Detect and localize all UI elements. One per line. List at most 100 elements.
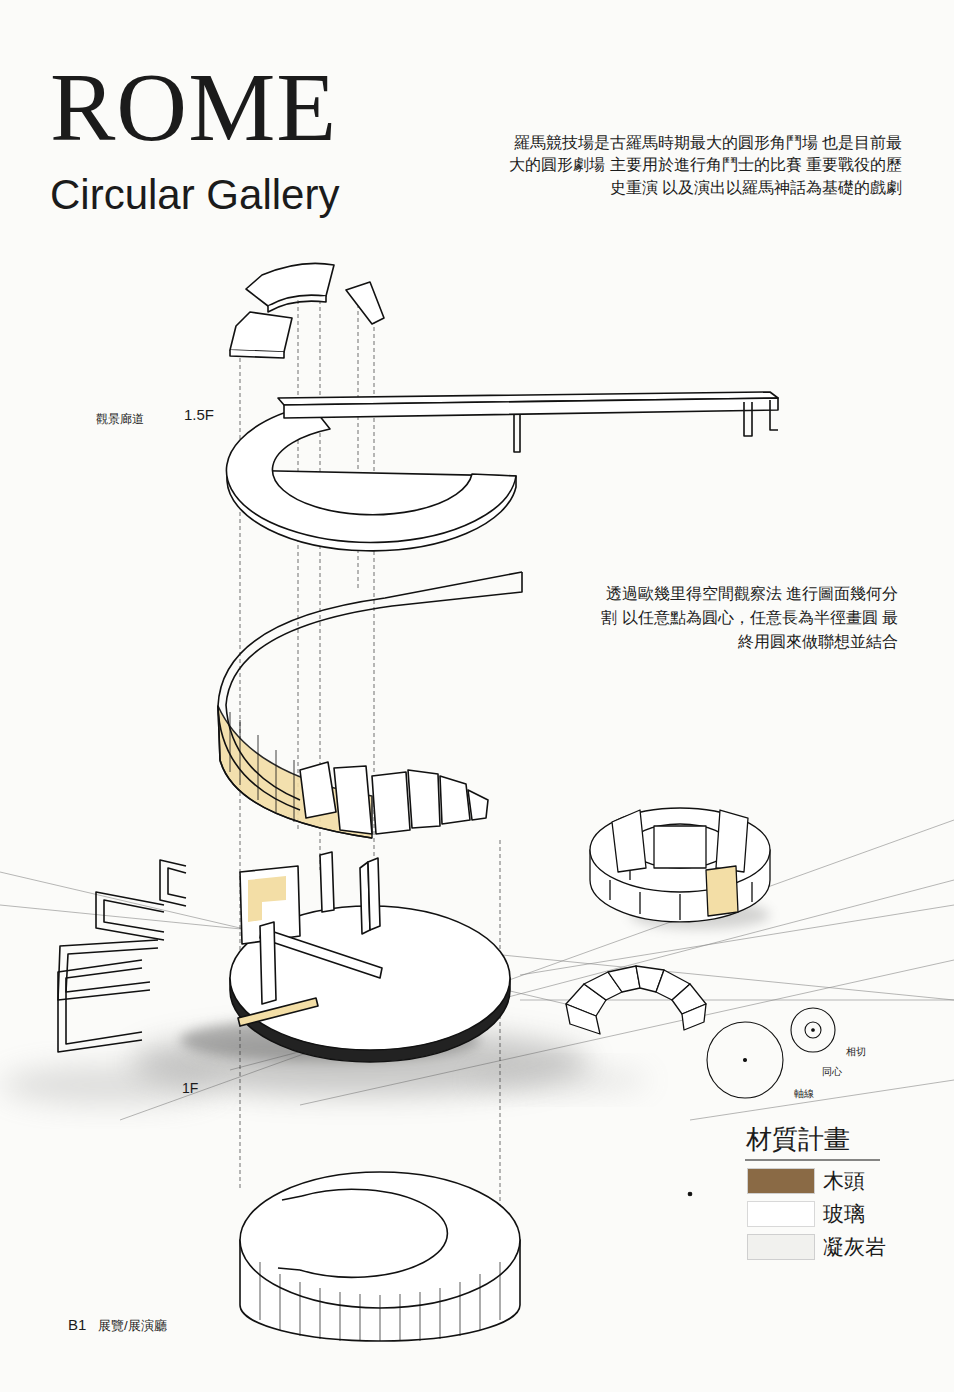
method-note-holder: 透過歐幾里得空間觀察法 進行圖面幾何分割 以任意點為圓心，任意長為半徑畫圓 最終… [598,582,898,654]
sketch-line [218,706,372,838]
ground-floor [230,852,510,1062]
sketch-line [480,1274,481,1330]
sketch-line [168,868,186,898]
sketch-line [240,720,241,785]
sketch-line [368,858,380,930]
floor-level-holder: B1 [68,1316,86,1334]
title: ROME [50,58,337,156]
geometry-note-holder: 同心 [822,1066,842,1078]
sketch-line [320,1288,321,1339]
sketch-line [260,928,382,978]
sketch-line [284,398,778,418]
sketch-line [218,572,522,810]
sketch-line [226,572,522,800]
sketch-line [716,810,748,872]
method-note: 透過歐幾里得空間觀察法 進行圖面幾何分割 以任意點為圓心，任意長為半徑畫圓 最終… [598,582,898,654]
sketch-line [58,940,158,1000]
sketch-line [408,770,440,828]
legend-heading-holder: 材質計畫 [746,1124,850,1155]
legend-swatch [747,1168,815,1194]
sketch-line [0,1065,220,1105]
sketch-line [340,1292,341,1341]
sketch-line [706,866,738,916]
sketch-line [812,1029,815,1032]
stair-fan [566,966,706,1034]
sketch-line [460,1282,461,1336]
sketch-line [66,968,142,1044]
floor-name: 觀景廊道 [96,412,144,426]
sketch-line [230,350,284,358]
subtitle-holder: Circular Gallery [50,172,339,218]
sketch-line [707,1022,783,1098]
sketch-line [300,762,488,834]
sketch-line [400,1294,401,1341]
sketch-line [380,1295,381,1341]
legend-text: 木頭 [823,1168,865,1193]
floor-name: 展覽/展演廳 [98,1318,167,1334]
sketch-line [612,810,646,872]
sketch-line [514,414,520,452]
floor-level: B1 [68,1316,86,1334]
sketch-line [104,900,164,932]
legend-text: 玻璃 [823,1201,865,1226]
floor-level-holder: 1F [182,1080,198,1097]
sketch-line [294,760,295,822]
sketch-line [590,808,770,892]
sketch-line [608,966,640,992]
sketch-line [805,1022,821,1038]
perspective-lines [0,820,954,1120]
geometry-note: 同心 [822,1066,842,1078]
geometry-note-holder: 軸線 [794,1088,814,1100]
legend-row: 木頭 [747,1168,886,1194]
sketch-line [230,712,231,772]
sketch-line [690,1080,954,1120]
intro-note: 羅馬競技場是古羅馬時期最大的圓形角鬥場 也是目前最大的圓形劇場 主要用於進行角鬥… [500,132,902,199]
floor-level: 1.5F [184,406,214,424]
sketch-line [360,1294,361,1341]
floor-name-holder: 觀景廊道 [96,412,144,426]
floor-level: 1F [182,1080,198,1097]
sketch-line [260,1262,261,1320]
sketch-line [654,826,706,868]
corridor-level [226,392,778,551]
legend: 木頭玻璃凝灰岩 [747,1168,886,1267]
sketch-line [280,1274,281,1330]
legend-heading: 材質計畫 [746,1124,850,1155]
floor-level-holder: 1.5F [184,406,214,424]
sketch-line [500,840,501,1262]
sketch-line [744,1059,747,1062]
sketch-line [226,405,516,542]
sketch-line [346,282,384,324]
sketch-line [230,712,294,822]
basement-level [240,1172,520,1341]
geometry-note: 軸線 [794,1088,814,1100]
model-sketch [590,808,770,922]
sketch-line [500,1262,501,1320]
roof-pieces [230,263,384,358]
geometry-note: 相切 [846,1046,866,1058]
sketch-line [688,1192,692,1196]
sketch-line [230,880,954,1070]
intro-note-holder: 羅馬競技場是古羅馬時期最大的圓形角鬥場 也是目前最大的圓形劇場 主要用於進行角鬥… [500,132,902,199]
sketch-line [566,1004,600,1034]
sketch-line [320,852,334,912]
legend-row: 凝灰岩 [747,1234,886,1260]
sketch-line [230,312,292,352]
circle-study [688,1008,835,1196]
legend-row: 玻璃 [747,1201,886,1227]
sketch-line [372,772,410,834]
sketch-line [160,860,186,906]
sketch-line [260,922,276,1004]
sketch-line [278,1196,302,1270]
sketch-line [120,820,954,1120]
sketch-line [260,1262,500,1341]
sketch-line [770,400,778,430]
sketch-line [300,762,336,818]
sketch-line [258,735,259,800]
sketch-line [58,960,142,1052]
sketch-line [300,1189,447,1277]
sketch-line [248,876,286,922]
sketch-line [744,402,752,436]
sketch-line [470,1068,650,1092]
